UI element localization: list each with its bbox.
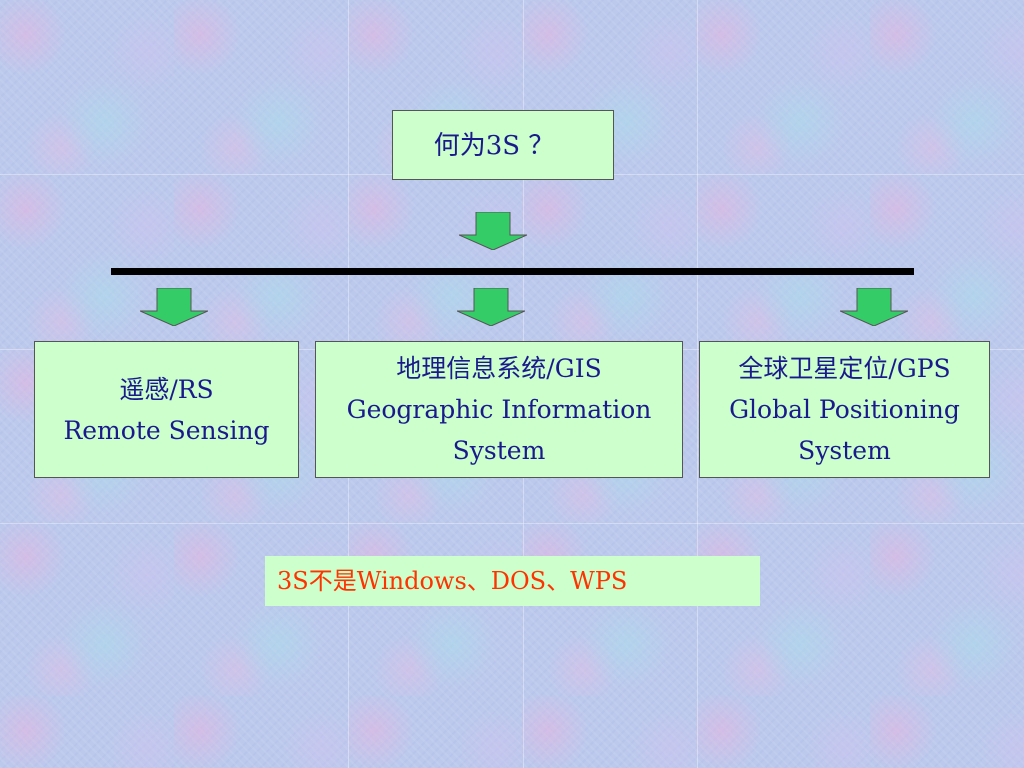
node-label: System	[798, 436, 891, 465]
node-label: 全球卫星定位/GPS	[738, 354, 951, 383]
diagram-title: 何为3S ？	[392, 110, 614, 180]
background-seam	[697, 0, 698, 768]
note-text: 3S不是Windows、DOS、WPS	[265, 556, 760, 606]
node-remote-sensing: 遥感/RS Remote Sensing	[34, 341, 299, 478]
down-arrow-icon	[459, 212, 527, 250]
node-label: 地理信息系统/GIS	[396, 354, 602, 383]
branch-bar	[111, 268, 914, 275]
down-arrow-icon	[457, 288, 525, 326]
node-label: 遥感/RS	[119, 374, 214, 404]
node-label: System	[452, 436, 546, 465]
down-arrow-icon	[140, 288, 208, 326]
down-arrow-icon	[840, 288, 908, 326]
node-label: Global Positioning	[729, 395, 960, 424]
node-gis: 地理信息系统/GIS Geographic Information System	[315, 341, 683, 478]
node-label: Geographic Information	[346, 395, 652, 424]
background-seam	[0, 523, 1024, 524]
node-gps: 全球卫星定位/GPS Global Positioning System	[699, 341, 990, 478]
node-label: Remote Sensing	[63, 415, 270, 445]
